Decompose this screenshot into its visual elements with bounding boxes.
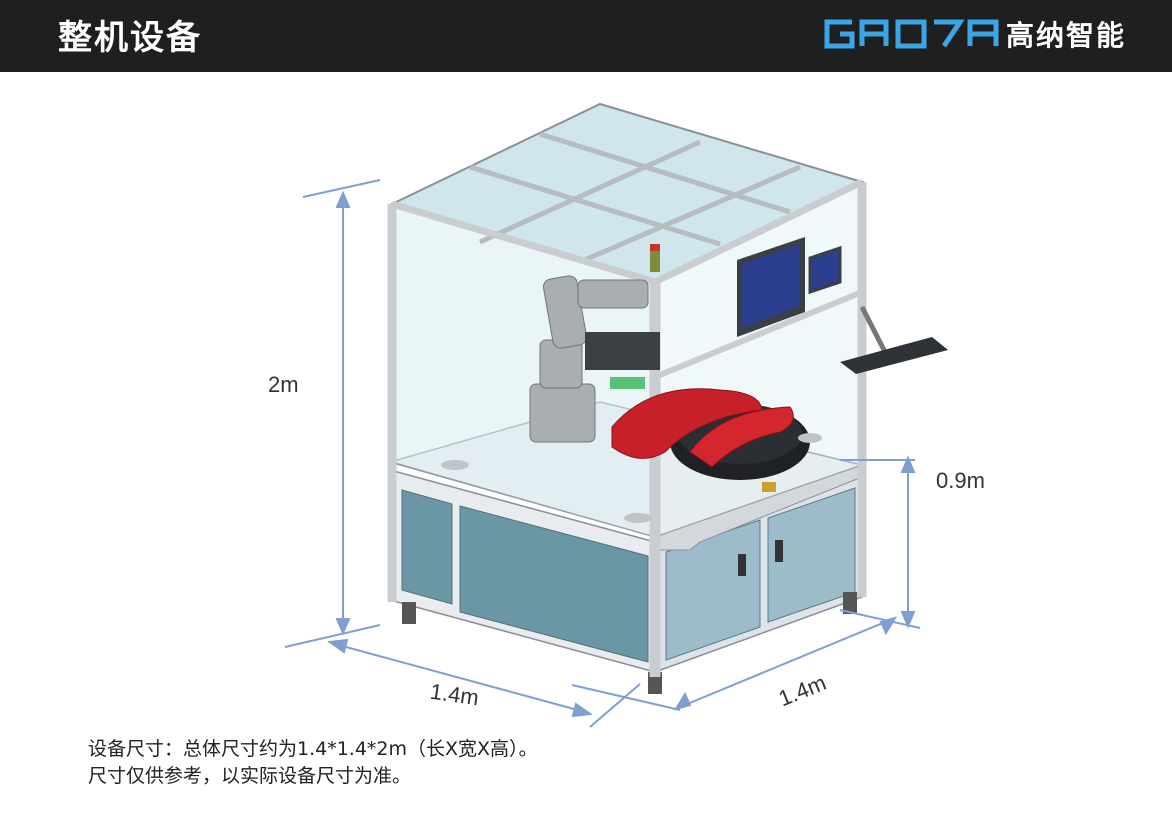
page-title: 整机设备	[58, 18, 202, 58]
cabinet-panel-left-a	[401, 489, 453, 605]
roof-frame	[539, 131, 791, 215]
frame-beam	[653, 289, 864, 380]
caption-line-2: 尺寸仅供参考，以实际设备尺寸为准。	[88, 765, 412, 787]
frame-beam	[391, 200, 656, 286]
fixture-green	[610, 377, 645, 389]
robot-arm	[529, 275, 649, 443]
brand: 高纳智能	[824, 12, 1126, 56]
frame-beam	[653, 178, 864, 286]
table-height-dimension-label: 0.9m	[936, 468, 985, 493]
table-hole	[441, 460, 469, 470]
caption: 设备尺寸：总体尺寸约为1.4*1.4*2m（长X宽X高）。 尺寸仅供参考，以实际…	[88, 736, 538, 790]
gripper-box	[585, 332, 660, 370]
foot-icon	[402, 602, 416, 624]
hmi-screen-icon	[808, 245, 842, 295]
table-hole	[624, 513, 652, 523]
machine-drawing	[284, 102, 948, 728]
switch-icon	[762, 482, 776, 492]
equipment-illustration: 2m 0.9m 1.4m 1.4m	[0, 72, 1172, 732]
brand-name: 高纳智能	[1005, 19, 1126, 52]
signal-light-icon	[650, 244, 660, 272]
foot-icon	[648, 672, 662, 694]
height-dimension-label: 2m	[268, 372, 299, 397]
cabinet-panel-left-b	[459, 505, 649, 663]
roof-frame	[469, 164, 721, 247]
dimension-lines	[284, 179, 921, 728]
caption-line-1: 设备尺寸：总体尺寸约为1.4*1.4*2m（长X宽X高）。	[88, 738, 538, 760]
table-hole	[798, 433, 822, 443]
roof-frame	[579, 164, 801, 265]
header-bar: 整机设备 高纳智能	[0, 0, 1172, 72]
foot-icon	[843, 592, 857, 614]
brand-logo-icon	[824, 19, 999, 49]
roof-frame	[478, 139, 702, 245]
keyboard-icon	[840, 337, 948, 374]
product-red	[689, 406, 794, 468]
door-handle-icon	[738, 554, 746, 576]
door-handle-icon	[775, 540, 783, 562]
keyboard-arm	[859, 305, 888, 354]
monitor-screen-icon	[742, 244, 800, 328]
